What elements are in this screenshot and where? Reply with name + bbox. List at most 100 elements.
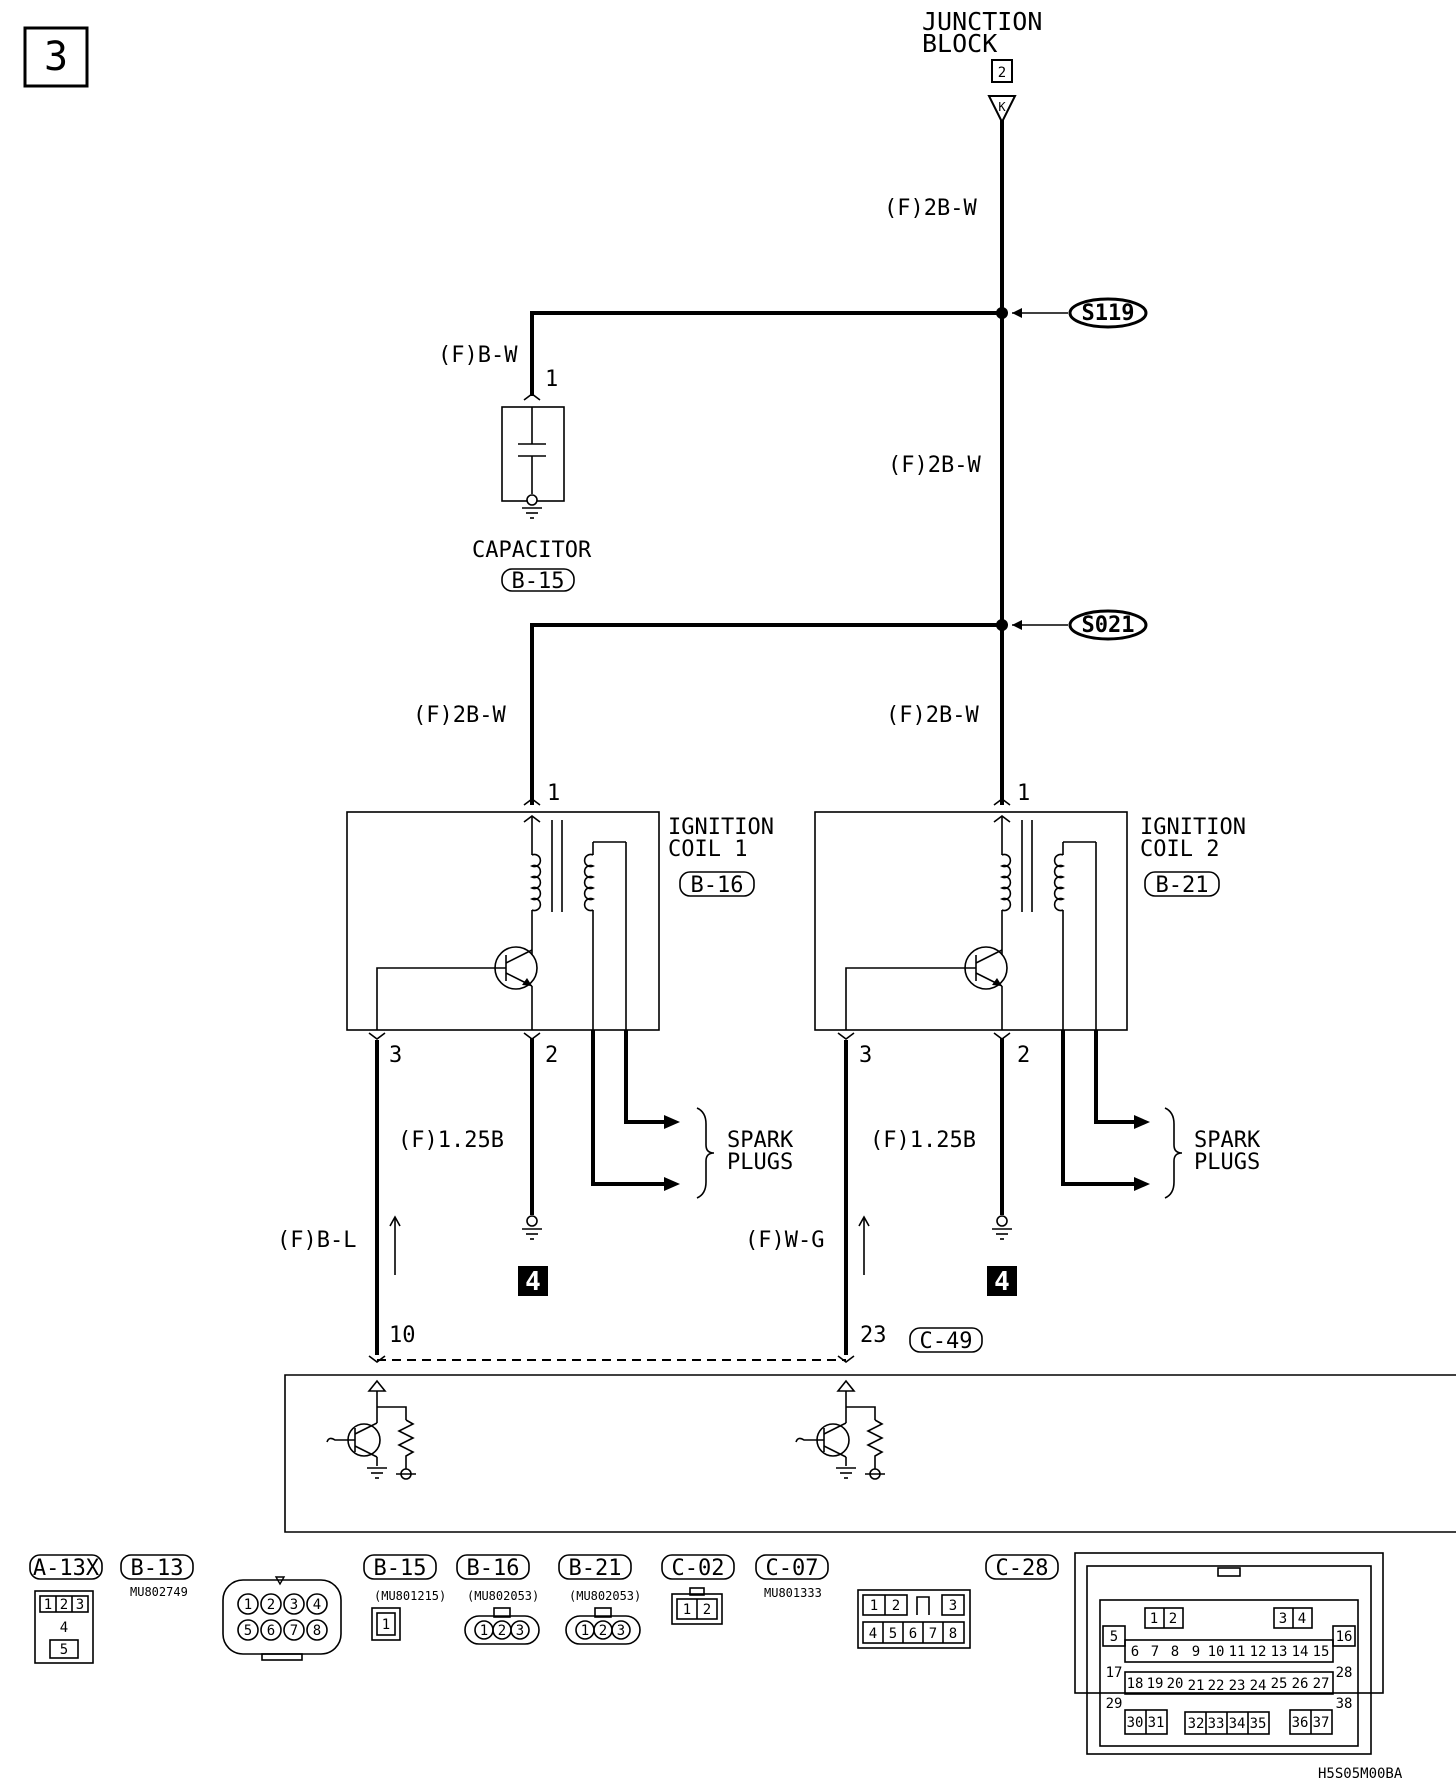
c28-pin-21: 21 [1188, 1678, 1205, 1694]
coil2-pin-right: 2 [1017, 1043, 1030, 1068]
connector-b16: B-16 (MU802053) 1 2 3 [456, 1554, 540, 1645]
wire-label-coil2-ground: (F)1.25B [870, 1128, 976, 1153]
c28-pin-2: 2 [1169, 1611, 1177, 1627]
b16-pin-1: 1 [480, 1623, 488, 1639]
b21-pin-3: 3 [617, 1623, 625, 1639]
wire-label-coil1-ground: (F)1.25B [398, 1128, 504, 1153]
spark-wire-1a [624, 1030, 668, 1124]
c28-pin-20: 20 [1167, 1676, 1184, 1692]
c28-pin-31: 31 [1148, 1715, 1165, 1731]
connector-a13x: A-13X 1 2 3 4 5 [29, 1554, 103, 1664]
c28-pin-8: 8 [1171, 1644, 1179, 1660]
connector-b16-part: (MU802053) [467, 1589, 539, 1603]
wire-label-coil2-signal: (F)W-G [745, 1228, 824, 1253]
connector-b13-label: B-13 [131, 1556, 184, 1581]
connector-b13-part: MU802749 [130, 1585, 188, 1599]
c07-pin-4: 4 [869, 1626, 877, 1642]
b13-pin-2: 2 [267, 1597, 275, 1613]
c28-pin-7: 7 [1151, 1644, 1159, 1660]
coil2-title-1: IGNITION [1140, 815, 1246, 840]
c07-pin-5: 5 [889, 1626, 897, 1642]
connector-c28: C-28 1 2 3 4 5 16 6 7 8 9 10 11 12 13 14… [985, 1552, 1384, 1755]
c28-pin-5: 5 [1110, 1629, 1118, 1645]
ecu-box [284, 1374, 1456, 1533]
capacitor-connector-tag: B-15 [501, 568, 575, 594]
junction-block-label-1: JUNCTION [922, 7, 1042, 36]
spark-wire-2a [1094, 1030, 1138, 1124]
connector-c02-label: C-02 [672, 1556, 725, 1581]
c28-pin-14: 14 [1292, 1644, 1309, 1660]
junction-pin: K [998, 100, 1006, 114]
a13x-pin-4: 4 [60, 1620, 68, 1636]
c28-pin-32: 32 [1188, 1716, 1205, 1732]
coil1-connector: B-16 [691, 873, 744, 898]
connector-b21-label: B-21 [569, 1556, 622, 1581]
wire-label-mid: (F)2B-W [888, 453, 981, 478]
wire-label-coil2-feed: (F)2B-W [886, 703, 979, 728]
splice-s119: S119 [1068, 297, 1148, 329]
connector-b15-part: (MU801215) [374, 1589, 446, 1603]
coil1-pin-top: 1 [547, 781, 560, 806]
a13x-pin-2: 2 [60, 1597, 68, 1613]
c28-pin-36: 36 [1292, 1715, 1309, 1731]
ecu-connector: C-49 [920, 1329, 973, 1354]
connector-c28-label: C-28 [996, 1556, 1049, 1581]
c28-pin-12: 12 [1250, 1644, 1267, 1660]
ground-reference-2: 4 [987, 1266, 1017, 1297]
a13x-pin-3: 3 [76, 1597, 84, 1613]
spark-wire-1b [591, 1030, 668, 1186]
page-number: 3 [44, 34, 68, 80]
b13-pin-5: 5 [244, 1623, 252, 1639]
ground-reference-1: 4 [518, 1266, 548, 1297]
splice-s021: S021 [1068, 609, 1148, 641]
connector-a13x-label: A-13X [33, 1556, 100, 1581]
c28-pin-25: 25 [1271, 1676, 1288, 1692]
wire-label-capacitor: (F)B-W [438, 343, 518, 368]
c07-pin-7: 7 [929, 1626, 937, 1642]
spark-plugs-bracket-1 [696, 1107, 715, 1199]
capacitor-connector: B-15 [512, 569, 565, 594]
c07-pin-1: 1 [870, 1598, 878, 1614]
b13-pin-3: 3 [290, 1597, 298, 1613]
ecu-pin-left: 10 [389, 1323, 416, 1348]
wire-label-top: (F)2B-W [884, 196, 977, 221]
c28-pin-19: 19 [1147, 1676, 1164, 1692]
coil2-pin-left: 3 [859, 1043, 872, 1068]
b13-pin-7: 7 [290, 1623, 298, 1639]
connector-b13: B-13 MU802749 1 2 3 4 5 6 7 8 [120, 1554, 342, 1661]
c28-pin-38: 38 [1336, 1696, 1353, 1712]
c28-pin-30: 30 [1127, 1715, 1144, 1731]
capacitor-symbol [501, 406, 565, 519]
c28-pin-26: 26 [1292, 1676, 1309, 1692]
c07-pin-8: 8 [949, 1626, 957, 1642]
c07-pin-2: 2 [892, 1598, 900, 1614]
coil2-connector: B-21 [1156, 873, 1209, 898]
c07-pin-6: 6 [909, 1626, 917, 1642]
junction-pin-icon [987, 95, 1017, 125]
c28-pin-29: 29 [1106, 1696, 1123, 1712]
ignition-coil-1: 1 IGNITION COIL 1 B-16 3 2 [346, 781, 774, 1068]
spark-plugs-bracket-2 [1164, 1107, 1183, 1199]
spark-plugs-1-line1: SPARK [727, 1128, 794, 1153]
capacitor-name: CAPACITOR [472, 538, 592, 563]
c28-pin-24: 24 [1250, 1678, 1267, 1694]
connector-b15-label: B-15 [374, 1556, 427, 1581]
coil1-pin-right: 2 [545, 1043, 558, 1068]
junction-block: JUNCTION BLOCK 2 K [922, 7, 1042, 125]
b13-pin-1: 1 [244, 1597, 252, 1613]
b21-pin-1: 1 [581, 1623, 589, 1639]
coil1-title-2: COIL 1 [668, 837, 747, 862]
ecu-pin-right: 23 [860, 1323, 887, 1348]
coil2-title-2: COIL 2 [1140, 837, 1219, 862]
splice-s119-label: S119 [1082, 301, 1135, 326]
a13x-pin-1: 1 [44, 1597, 52, 1613]
c28-pin-33: 33 [1208, 1716, 1225, 1732]
c28-pin-4: 4 [1298, 1611, 1306, 1627]
connector-c07-part: MU801333 [764, 1586, 822, 1600]
ground-ref-1-label: 4 [525, 1267, 541, 1297]
c28-pin-1: 1 [1150, 1611, 1158, 1627]
c28-pin-22: 22 [1208, 1678, 1225, 1694]
connector-c07: C-07 MU801333 1 2 3 4 5 6 7 8 [755, 1554, 971, 1649]
a13x-pin-5: 5 [60, 1642, 68, 1658]
splice-s021-label: S021 [1082, 613, 1135, 638]
